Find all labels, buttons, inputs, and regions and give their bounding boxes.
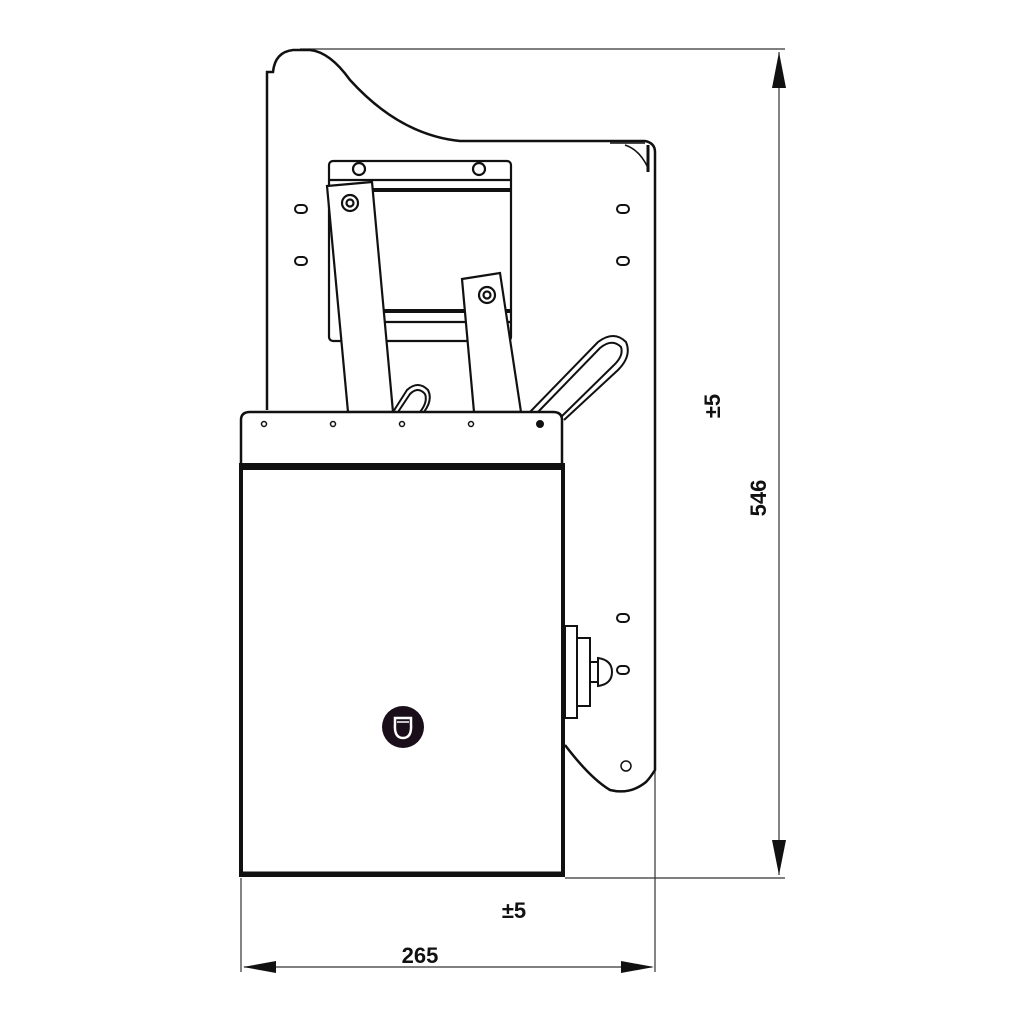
depth-dimension-value: 265 [402, 943, 439, 968]
depth-dimension-tolerance: ±5 [502, 898, 526, 923]
mounting-plate [265, 48, 657, 793]
front-panel [239, 410, 565, 877]
dimension-arrows [243, 52, 786, 973]
dimension-lines [240, 48, 785, 972]
lock-icon [382, 706, 424, 748]
height-dimension-value: 546 [746, 480, 771, 517]
side-latch [564, 625, 614, 719]
height-dimension-tolerance: ±5 [700, 394, 725, 418]
swing-arms [325, 180, 523, 414]
slot-holes [294, 204, 630, 675]
handles [392, 335, 629, 421]
